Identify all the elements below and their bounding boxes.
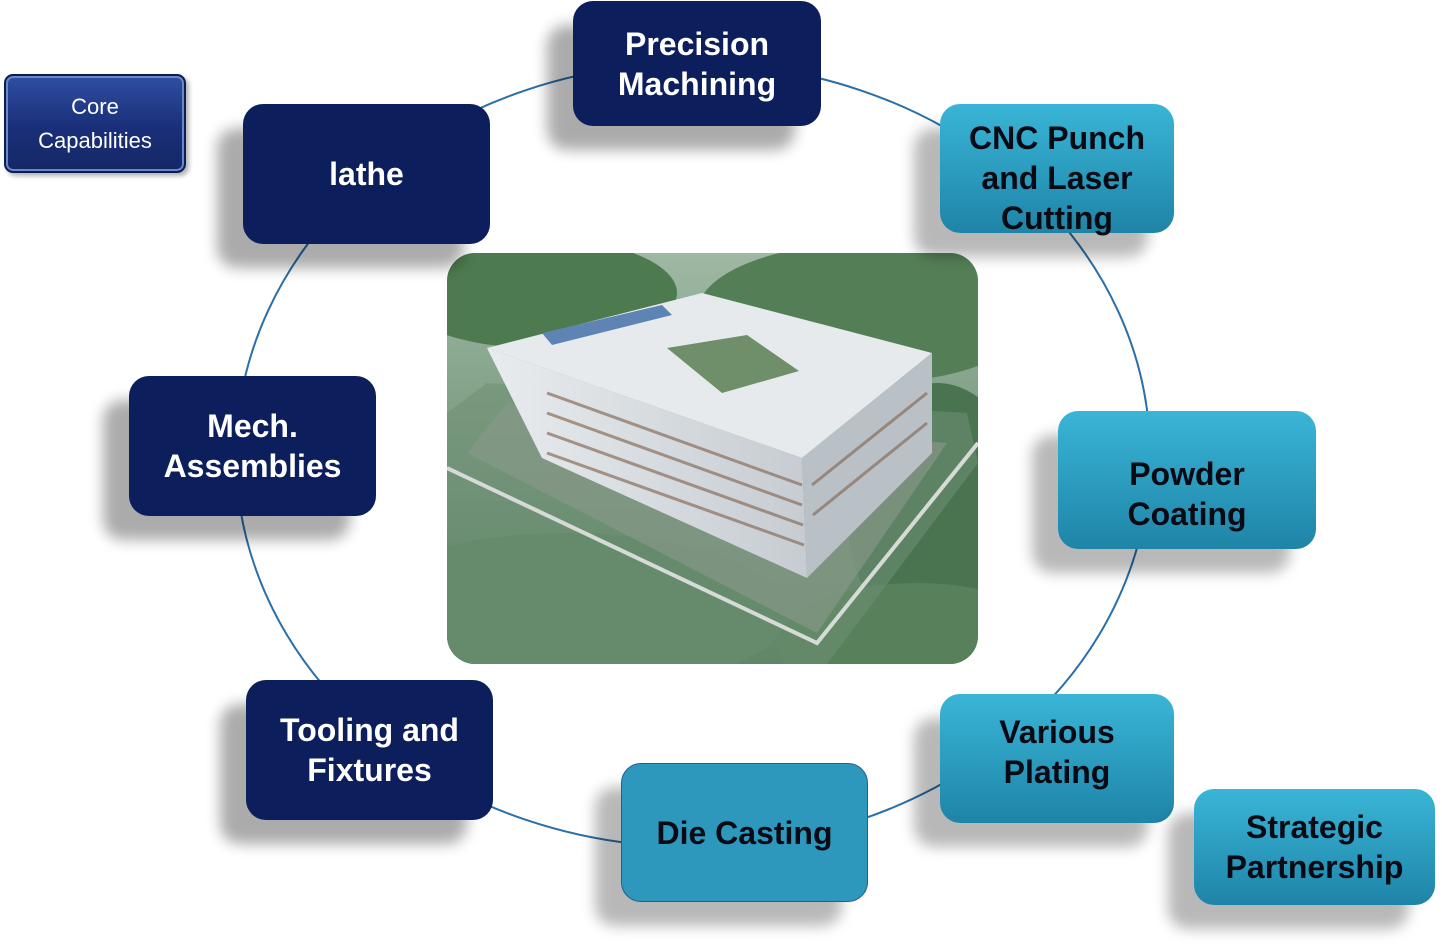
node-label-line-1: Die Casting xyxy=(656,814,833,851)
node-powder-coating: Powder Coating xyxy=(1058,411,1316,549)
legend-line-1: Core xyxy=(71,93,119,119)
node-label-line-1: Tooling and xyxy=(280,712,459,748)
node-tooling-fixtures: Tooling and Fixtures xyxy=(246,680,493,820)
node-label-line-2: Coating xyxy=(1127,496,1247,532)
node-label-line-1: Various xyxy=(999,713,1115,750)
node-label-line-1: CNC Punch xyxy=(969,120,1145,156)
node-precision-machining: Precision Machining xyxy=(573,1,821,126)
node-mech-assemblies: Mech. Assemblies xyxy=(129,376,376,516)
legend-line-2: Capabilities xyxy=(38,127,152,153)
core-capabilities-legend: Core Capabilities xyxy=(4,74,186,173)
node-label-line-2: Fixtures xyxy=(307,752,432,788)
node-die-casting: Die Casting xyxy=(621,763,868,902)
node-label-line-2: Plating xyxy=(1003,753,1111,790)
node-strategic-partnership: Strategic Partnership xyxy=(1194,789,1435,905)
node-label-line-1: Powder xyxy=(1129,456,1245,492)
node-label-line-2: Machining xyxy=(617,65,777,102)
node-label-line-2: Partnership xyxy=(1225,849,1404,885)
node-label-line-1: lathe xyxy=(329,156,404,192)
factory-aerial-image xyxy=(447,253,978,664)
node-label-line-2: and Laser xyxy=(981,160,1133,196)
node-label-line-3: Cutting xyxy=(1001,200,1113,236)
node-label-line-1: Strategic xyxy=(1246,809,1383,845)
node-various-plating: Various Plating xyxy=(940,694,1174,823)
node-cnc-punch-laser-cutting: CNC Punch and Laser Cutting xyxy=(940,104,1174,236)
node-label-line-2: Assemblies xyxy=(163,448,342,484)
node-lathe: lathe xyxy=(243,104,490,244)
node-label-line-1: Precision xyxy=(624,25,770,62)
node-label-line-1: Mech. xyxy=(207,408,298,444)
